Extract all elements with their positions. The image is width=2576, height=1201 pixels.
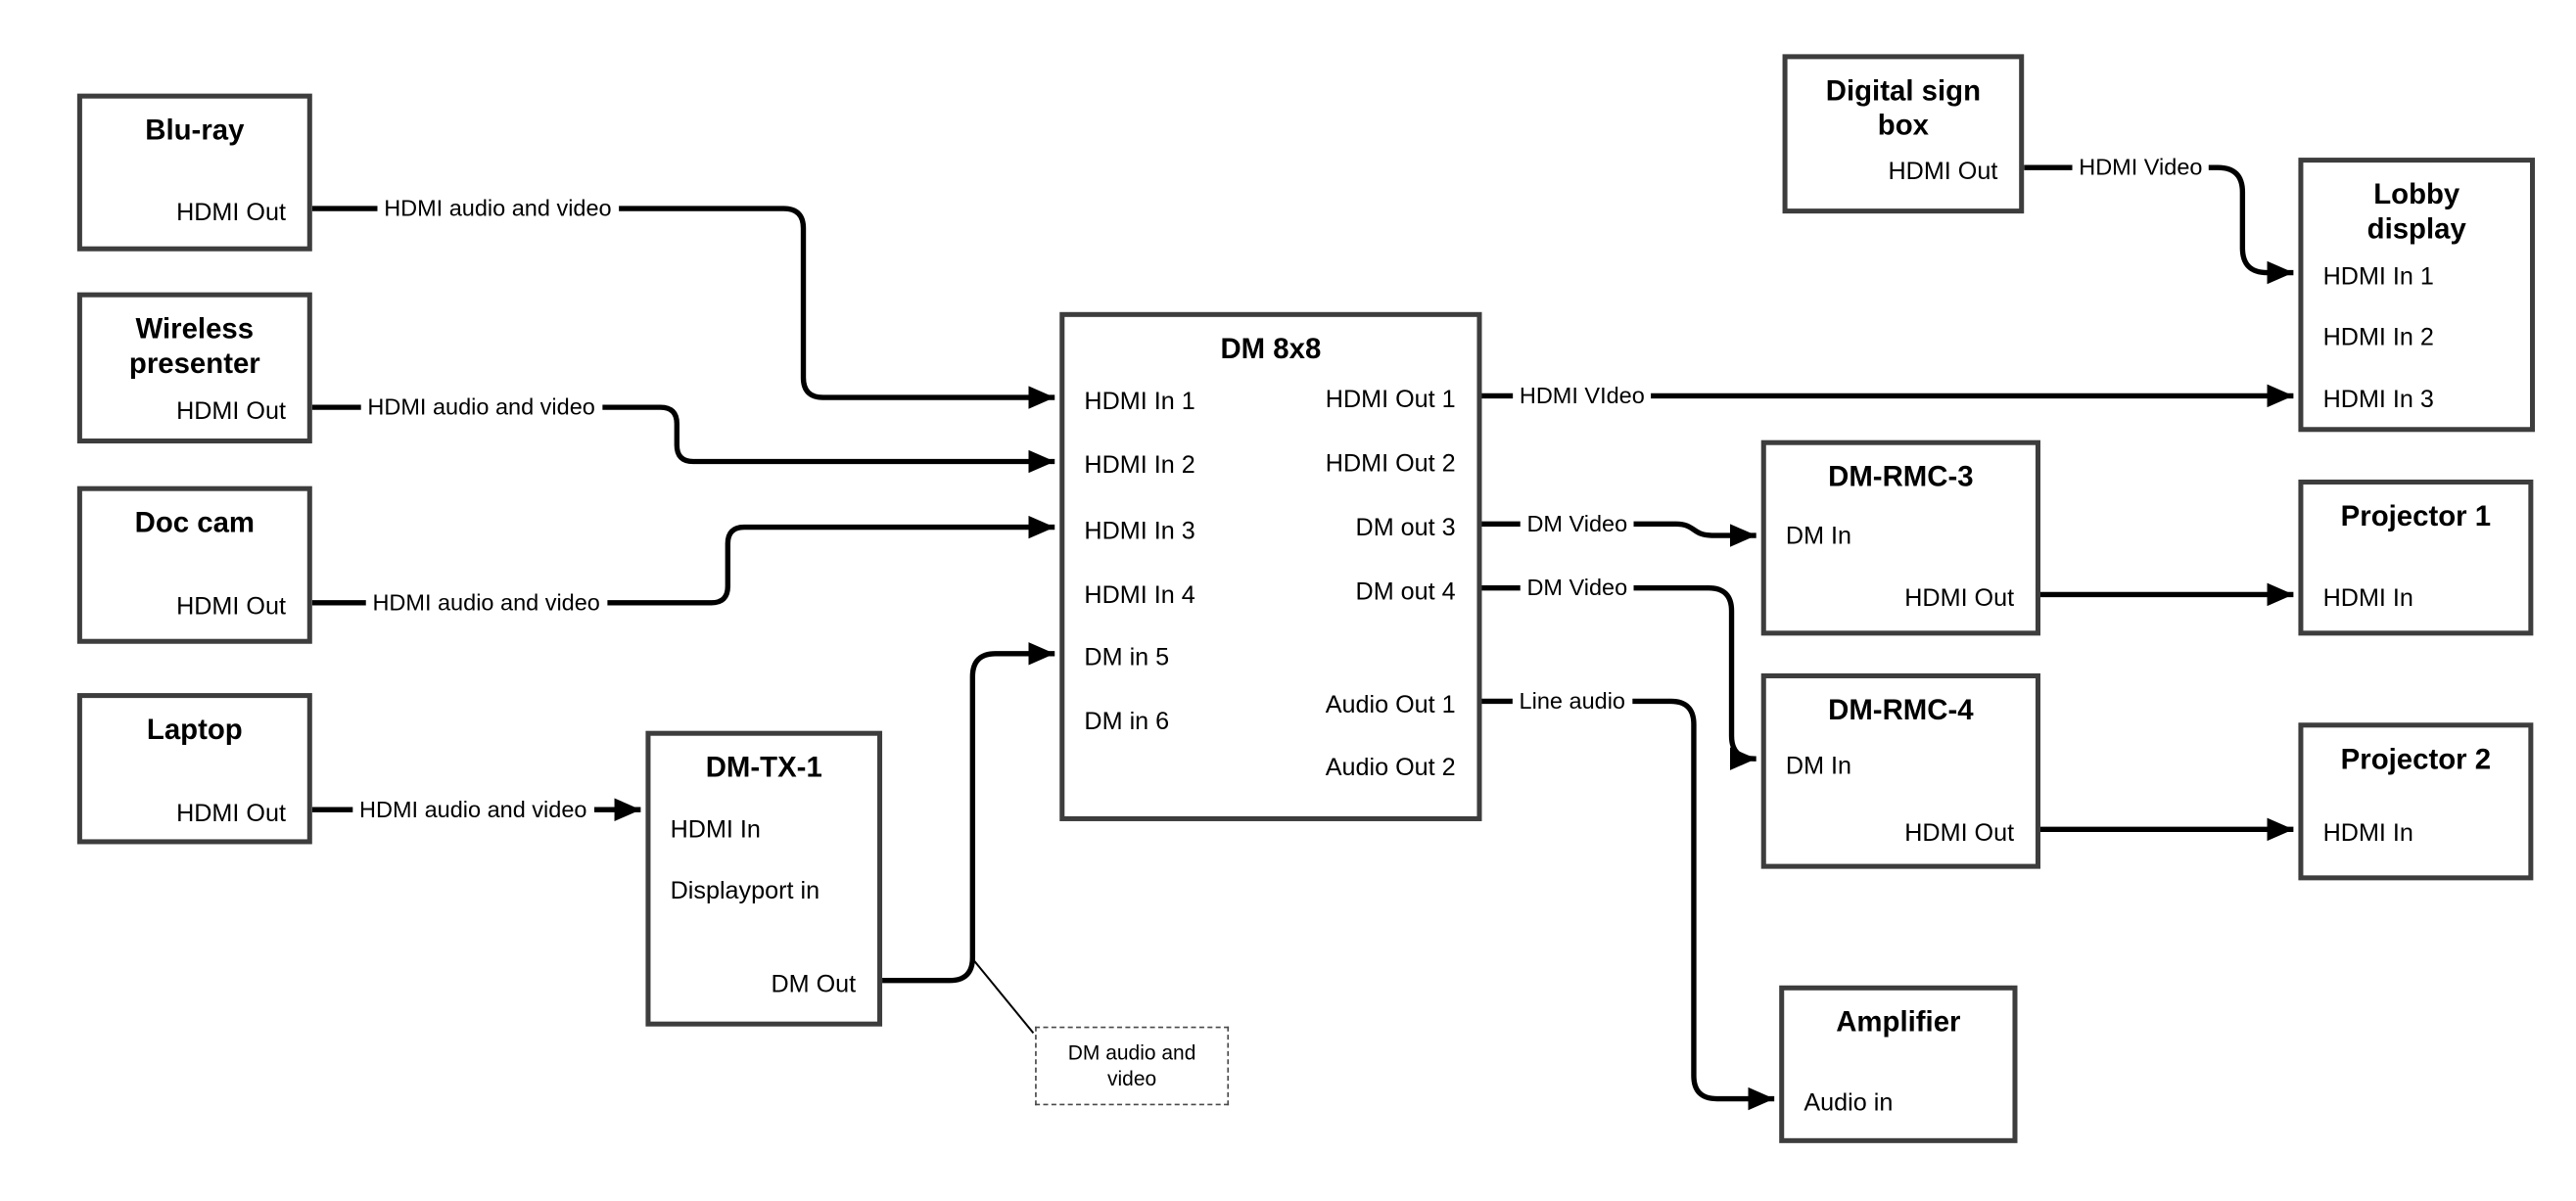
port-dmrmc3-dm-in: DM In bbox=[1785, 522, 1852, 551]
label-hdmi-video-out1: HDMI VIdeo bbox=[1513, 382, 1652, 410]
wire-wireless-to-dm8x8-hdmi-in-2 bbox=[311, 404, 1055, 474]
port-bluray-hdmi-out: HDMI Out bbox=[176, 199, 286, 227]
node-dmrmc3: DM-RMC-3 DM In HDMI Out bbox=[1760, 439, 2040, 636]
label-laptop-hdmi-av: HDMI audio and video bbox=[352, 795, 594, 824]
label-dm-video-out4: DM Video bbox=[1520, 574, 1634, 602]
port-dmrmc4-dm-in: DM In bbox=[1785, 752, 1852, 781]
port-dmtx1-dm-out: DM Out bbox=[771, 970, 857, 999]
note-leader-line bbox=[973, 959, 1035, 1035]
port-doccam-hdmi-out: HDMI Out bbox=[176, 592, 286, 622]
node-projector2: Projector 2 HDMI In bbox=[2298, 722, 2534, 881]
node-title-laptop: Laptop bbox=[146, 713, 243, 746]
node-title-digitalsign: Digital sign box bbox=[1825, 73, 1982, 142]
wire-doccam-to-dm8x8-hdmi-in-3 bbox=[311, 515, 1055, 606]
port-dm8x8-hdmi-in-2: HDMI In 2 bbox=[1084, 451, 1195, 480]
annotation-note: DM audio and video bbox=[1035, 1026, 1230, 1106]
port-dm8x8-audio-out-2: Audio Out 2 bbox=[1325, 754, 1456, 782]
port-dm8x8-hdmi-in-4: HDMI In 4 bbox=[1084, 580, 1195, 610]
wire-dm8x8-dm-out-4-to-dmrmc4-dm-in bbox=[1481, 585, 1757, 770]
node-title-dmtx1: DM-TX-1 bbox=[705, 750, 822, 784]
label-dm-video-out3: DM Video bbox=[1520, 509, 1634, 538]
node-title-projector1: Projector 1 bbox=[2340, 499, 2492, 532]
port-projector2-hdmi-in: HDMI In bbox=[2322, 819, 2413, 848]
port-dmrmc4-hdmi-out: HDMI Out bbox=[1904, 819, 2015, 848]
node-title-amplifier: Amplifier bbox=[1836, 1004, 1961, 1039]
label-bluray-hdmi-av: HDMI audio and video bbox=[377, 194, 619, 223]
label-doccam-hdmi-av: HDMI audio and video bbox=[365, 588, 607, 618]
wire-dmtx1-dmout-to-dm8x8-dm-in-5 bbox=[882, 642, 1055, 984]
port-dm8x8-dm-in-5: DM in 5 bbox=[1084, 643, 1170, 672]
port-projector1-hdmi-in: HDMI In bbox=[2322, 584, 2413, 613]
port-dm8x8-hdmi-out-1: HDMI Out 1 bbox=[1325, 386, 1456, 414]
node-title-doccam: Doc cam bbox=[134, 505, 256, 539]
node-title-wireless: Wireless presenter bbox=[128, 311, 260, 381]
label-digitalsign-hdmi-video: HDMI Video bbox=[2072, 153, 2210, 182]
node-title-dmrmc4: DM-RMC-4 bbox=[1828, 693, 1974, 726]
port-dm8x8-dm-out-4: DM out 4 bbox=[1355, 577, 1456, 607]
port-dm8x8-hdmi-out-2: HDMI Out 2 bbox=[1325, 449, 1456, 479]
port-digitalsign-hdmi-out: HDMI Out bbox=[1888, 158, 1998, 186]
wire-bluray-to-dm8x8-hdmi-in-1 bbox=[311, 206, 1055, 409]
port-dm8x8-dm-in-6: DM in 6 bbox=[1084, 708, 1170, 736]
port-dmtx1-displayport-in: Displayport in bbox=[670, 877, 820, 905]
port-dm8x8-audio-out-1: Audio Out 1 bbox=[1325, 691, 1456, 719]
node-title-bluray: Blu-ray bbox=[145, 113, 245, 147]
node-title-dm8x8: DM 8x8 bbox=[1220, 331, 1322, 365]
port-wireless-hdmi-out: HDMI Out bbox=[176, 397, 286, 426]
wire-digitalsign-to-lobby-hdmi-in-1 bbox=[2024, 164, 2294, 285]
port-dmtx1-hdmi-in: HDMI In bbox=[670, 815, 761, 845]
label-line-audio: Line audio bbox=[1512, 687, 1632, 716]
port-dm8x8-dm-out-3: DM out 3 bbox=[1355, 514, 1456, 542]
node-projector1: Projector 1 HDMI In bbox=[2298, 479, 2534, 636]
node-title-projector2: Projector 2 bbox=[2340, 742, 2492, 775]
port-dmrmc3-hdmi-out: HDMI Out bbox=[1904, 584, 2015, 613]
port-lobby-hdmi-in-2: HDMI In 2 bbox=[2322, 323, 2434, 352]
node-title-dmrmc3: DM-RMC-3 bbox=[1828, 459, 1974, 493]
wire-dm8x8-audio-out-1-to-amplifier-audio-in bbox=[1481, 698, 1775, 1111]
node-dmrmc4: DM-RMC-4 DM In HDMI Out bbox=[1760, 672, 2040, 869]
port-dm8x8-hdmi-in-3: HDMI In 3 bbox=[1084, 517, 1195, 546]
port-dm8x8-hdmi-in-1: HDMI In 1 bbox=[1084, 387, 1195, 416]
port-lobby-hdmi-in-1: HDMI In 1 bbox=[2322, 262, 2434, 291]
port-lobby-hdmi-in-3: HDMI In 3 bbox=[2322, 386, 2434, 414]
label-wireless-hdmi-av: HDMI audio and video bbox=[360, 393, 602, 422]
port-amplifier-audio-in: Audio in bbox=[1803, 1088, 1894, 1117]
node-title-lobby: Lobby display bbox=[2366, 177, 2466, 246]
port-laptop-hdmi-out: HDMI Out bbox=[176, 800, 286, 828]
wire-dm8x8-dm-out-3-to-dmrmc3-dm-in bbox=[1481, 521, 1756, 547]
